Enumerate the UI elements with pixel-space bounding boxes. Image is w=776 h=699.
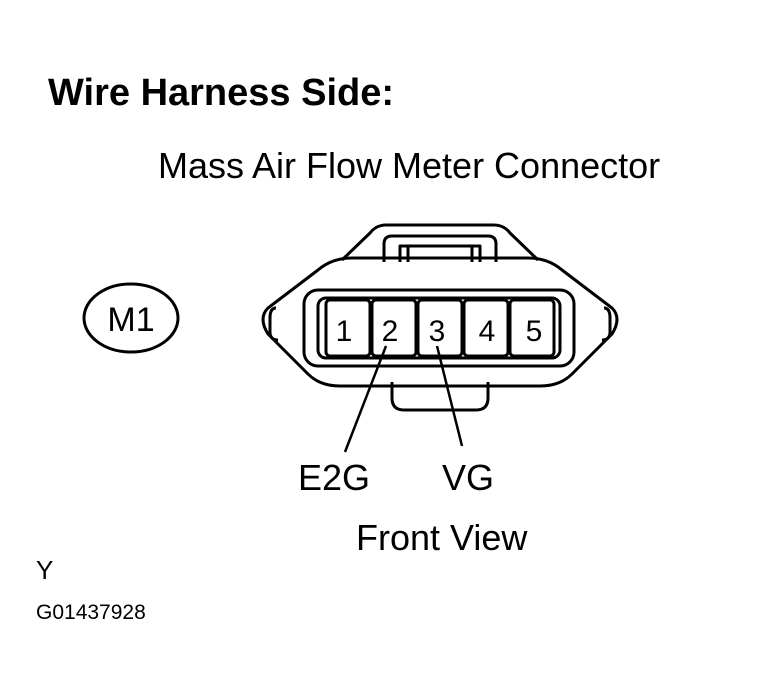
housing-outer	[261, 256, 619, 388]
right-latch	[601, 306, 612, 342]
leader-line-pin3	[435, 345, 464, 447]
bottom-key	[390, 382, 490, 412]
left-latch	[268, 306, 279, 342]
pin-cell-5	[508, 298, 556, 358]
pin-cell-4	[462, 298, 510, 358]
pin-numbers: 1 2 3 4 5	[336, 315, 543, 348]
connector-housing	[261, 223, 619, 412]
pin-number-4: 4	[479, 315, 496, 348]
diagram-heading: Wire Harness Side:	[48, 72, 395, 114]
pin-cell-2	[370, 298, 418, 358]
connector-name: Mass Air Flow Meter Connector	[158, 145, 661, 186]
figure-code: G01437928	[36, 601, 146, 624]
wire-label-pin2: E2G	[298, 457, 370, 498]
pin-cavity-frame	[302, 288, 576, 368]
connector-id-label: M1	[107, 301, 154, 339]
connector-id-badge: M1	[82, 282, 180, 354]
wire-label-pin3: VG	[442, 457, 494, 498]
pin-number-5: 5	[526, 315, 543, 348]
pin-cell-1	[324, 298, 372, 358]
pin-number-1: 1	[336, 315, 353, 348]
leader-line-pin2	[343, 345, 388, 453]
footer-letter: Y	[36, 555, 54, 585]
pin-number-3: 3	[429, 315, 446, 348]
lock-tab-inner	[382, 234, 498, 262]
lock-tab-outer	[340, 223, 540, 262]
connector-id-oval	[82, 282, 180, 354]
pin-number-2: 2	[382, 315, 399, 348]
lock-tab-window	[398, 244, 482, 262]
view-label: Front View	[356, 517, 528, 558]
